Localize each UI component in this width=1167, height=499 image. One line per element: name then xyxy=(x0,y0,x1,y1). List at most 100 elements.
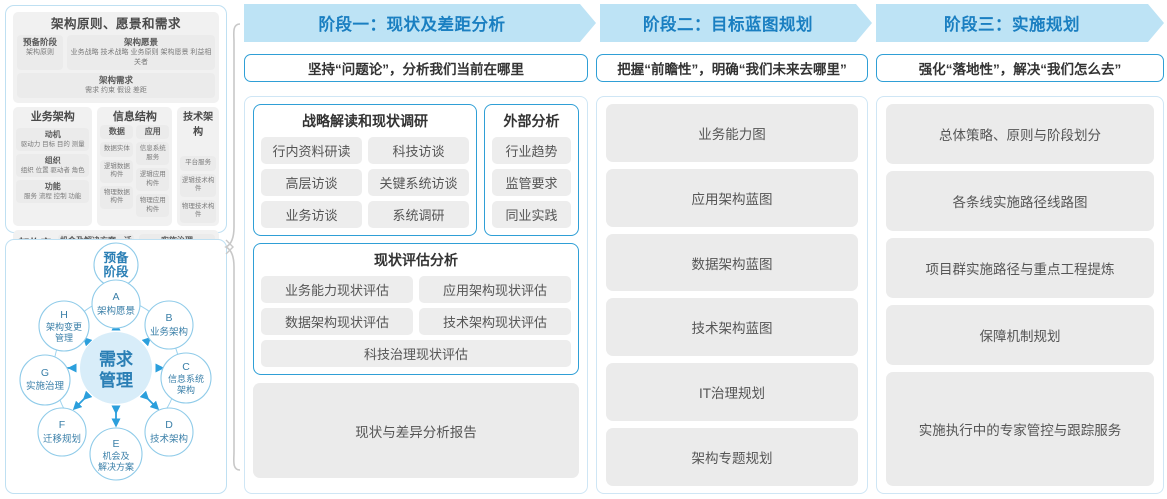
phase-band-2: 阶段二：目标蓝图规划 xyxy=(600,4,872,42)
phase-3-item[interactable]: 实施执行中的专家管控与跟踪服务 xyxy=(886,372,1154,486)
adm-node-g xyxy=(19,354,71,406)
phase-3-list: 总体策略、原则与阶段划分 各条线实施路径线路图 项目群实施路径与重点工程提炼 保… xyxy=(886,104,1154,486)
togaf-col-head: 信息结构 xyxy=(112,111,157,123)
togaf-content-framework-panel: 架构原则、愿景和需求 预备阶段 架构原则 架构愿景 业务战略 技术战略 业务原则… xyxy=(5,5,227,272)
phase-band-1-shape xyxy=(244,4,596,42)
phase-2-panel: 业务能力图 应用架构蓝图 数据架构蓝图 技术架构蓝图 IT治理规划 架构专题规划 xyxy=(596,96,868,494)
phase-3-item[interactable]: 保障机制规划 xyxy=(886,305,1154,365)
adm-node-f xyxy=(37,407,87,457)
togaf-group-title: 功能 xyxy=(44,182,61,191)
phase-2-item[interactable]: 数据架构蓝图 xyxy=(606,233,858,292)
togaf-three-columns: 业务架构 动机 驱动力 目标 目的 测量 组织 组织 位置 驱动者 角色 功能 … xyxy=(13,107,219,226)
adm-node-e-letter: E xyxy=(112,438,119,450)
left-column: 架构原则、愿景和需求 预备阶段 架构原则 架构愿景 业务战略 技术战略 业务原则… xyxy=(5,5,227,494)
phase-band-2-shape xyxy=(600,4,872,42)
phase-2-subtitle: 把握“前瞻性”，明确“我们未来去哪里” xyxy=(596,54,868,82)
adm-node-g-label: 实施治理 xyxy=(26,380,65,392)
chip-row: 数据架构现状评估 技术架构现状评估 xyxy=(261,308,571,335)
togaf-subcol-head: 数据 xyxy=(100,125,134,139)
adm-node-h-label-1: 架构变更 xyxy=(46,321,82,332)
phase-1-top-row: 战略解读和现状调研 行内资料研读 科技访谈 高层访谈 关键系统访谈 业务访谈 系… xyxy=(245,97,587,236)
phase-3-item[interactable]: 各条线实施路径线路图 xyxy=(886,171,1154,231)
togaf-subcol-data: 数据 数据实体 逻辑数据构件 物理数据构件 xyxy=(100,125,134,217)
card-external-title: 外部分析 xyxy=(503,113,560,129)
chip-item[interactable]: 高层访谈 xyxy=(261,169,362,196)
togaf-cell-title: 架构需求 xyxy=(98,75,133,85)
togaf-item: 物理应用构件 xyxy=(136,194,170,217)
phase-band-3-shape xyxy=(876,4,1164,42)
adm-preliminary-line2: 阶段 xyxy=(103,264,129,279)
phase-2-item[interactable]: 技术架构蓝图 xyxy=(606,298,858,357)
phase-band-2-label: 阶段二：目标蓝图规划 xyxy=(643,16,813,34)
togaf-group-organization: 组织 组织 位置 驱动者 角色 xyxy=(16,154,90,177)
card-strategy-title: 战略解读和现状调研 xyxy=(302,113,428,129)
togaf-top-section: 架构原则、愿景和需求 预备阶段 架构原则 架构愿景 业务战略 技术战略 业务原则… xyxy=(13,12,219,103)
adm-node-d-letter: D xyxy=(165,419,173,431)
adm-node-g-letter: G xyxy=(41,367,49,379)
chip-item[interactable]: 监管要求 xyxy=(492,169,571,196)
chip-item[interactable]: 科技访谈 xyxy=(368,137,469,164)
card-strategy-research: 战略解读和现状调研 行内资料研读 科技访谈 高层访谈 关键系统访谈 业务访谈 系… xyxy=(253,104,477,236)
togaf-info-subcolumns: 数据 数据实体 逻辑数据构件 物理数据构件 应用 信息系统服务 逻辑应用构件 xyxy=(100,125,170,217)
togaf-group-sub: 驱动力 目标 目的 测量 xyxy=(20,141,85,148)
togaf-group-function: 功能 服务 流程 控制 功能 xyxy=(16,180,90,203)
phase-3-item[interactable]: 总体策略、原则与阶段划分 xyxy=(886,104,1154,164)
phase-3-item[interactable]: 项目群实施路径与重点工程提炼 xyxy=(886,238,1154,298)
togaf-cell-title: 预备阶段 xyxy=(22,37,57,47)
adm-node-a-letter: A xyxy=(112,291,119,303)
adm-node-c xyxy=(160,352,212,404)
phase-band-3-label: 阶段三：实施规划 xyxy=(944,16,1080,34)
adm-node-c-label-2: 架构 xyxy=(177,384,195,395)
chip-item[interactable]: 关键系统访谈 xyxy=(368,169,469,196)
togaf-subcol-title: 数据 xyxy=(108,127,125,136)
chip-item[interactable]: 应用架构现状评估 xyxy=(419,276,571,303)
togaf-cell-title: 架构愿景 xyxy=(123,37,158,47)
adm-node-e xyxy=(89,427,143,481)
togaf-top-title: 架构原则、愿景和需求 xyxy=(50,17,181,31)
phase-2-item[interactable]: 应用架构蓝图 xyxy=(606,168,858,227)
chip-item[interactable]: 数据架构现状评估 xyxy=(261,308,413,335)
chip-row: 科技治理现状评估 xyxy=(261,340,571,367)
togaf-col-head: 业务架构 xyxy=(30,111,75,123)
adm-node-f-label: 迁移规划 xyxy=(43,433,81,445)
chip-item[interactable]: 业务访谈 xyxy=(261,201,362,228)
phase-3-panel: 总体策略、原则与阶段划分 各条线实施路径线路图 项目群实施路径与重点工程提炼 保… xyxy=(876,96,1164,494)
chip-item[interactable]: 系统调研 xyxy=(368,201,469,228)
chip-row: 业务访谈 系统调研 xyxy=(261,201,469,228)
phase-1-report-chip[interactable]: 现状与差异分析报告 xyxy=(253,383,579,478)
togaf-col-technology: 技术架构 平台服务 逻辑技术构件 物理技术构件 xyxy=(177,107,219,226)
phase-2-item[interactable]: 架构专题规划 xyxy=(606,428,858,486)
chip-row: 行业趋势 xyxy=(492,137,571,164)
togaf-group-sub: 服务 流程 控制 功能 xyxy=(24,193,82,200)
togaf-item: 物理数据构件 xyxy=(100,185,134,209)
chip-item[interactable]: 同业实践 xyxy=(492,201,571,228)
chip-item[interactable]: 业务能力现状评估 xyxy=(261,276,413,303)
adm-center-line2: 管理 xyxy=(99,370,133,390)
phase-band-1: 阶段一：现状及差距分析 xyxy=(244,4,596,42)
togaf-cell-sub: 需求 约束 假设 差距 xyxy=(85,87,147,94)
adm-center-line1: 需求 xyxy=(99,349,133,369)
phase-1-subtitle: 坚持“问题论”，分析我们当前在哪里 xyxy=(244,54,588,82)
togaf-item: 逻辑应用构件 xyxy=(136,168,170,191)
togaf-group-title: 动机 xyxy=(44,130,61,139)
togaf-cell-vision: 架构愿景 业务战略 技术战略 业务原则 架构愿景 利益相关者 xyxy=(67,35,215,70)
adm-node-d xyxy=(144,407,194,457)
phase-2-item[interactable]: 业务能力图 xyxy=(606,104,858,162)
chip-item[interactable]: 技术架构现状评估 xyxy=(419,308,571,335)
phase-2-list: 业务能力图 应用架构蓝图 数据架构蓝图 技术架构蓝图 IT治理规划 架构专题规划 xyxy=(606,104,858,486)
card-external-analysis: 外部分析 行业趋势 监管要求 同业实践 xyxy=(484,104,579,236)
phase-2-item[interactable]: IT治理规划 xyxy=(606,363,858,422)
chip-item-full[interactable]: 科技治理现状评估 xyxy=(261,340,571,367)
togaf-group-motivation: 动机 驱动力 目标 目的 测量 xyxy=(16,128,90,151)
adm-node-e-label-1: 机会及 xyxy=(102,450,129,461)
togaf-item: 平台服务 xyxy=(180,156,216,171)
chip-item[interactable]: 行内资料研读 xyxy=(261,137,362,164)
adm-node-c-letter: C xyxy=(182,361,190,373)
card-current-state-assessment: 现状评估分析 业务能力现状评估 应用架构现状评估 数据架构现状评估 技术架构现状… xyxy=(253,243,579,375)
chip-item[interactable]: 行业趋势 xyxy=(492,137,571,164)
phase-band-3: 阶段三：实施规划 xyxy=(876,4,1164,42)
chip-row: 监管要求 xyxy=(492,169,571,196)
adm-node-e-label-2: 解决方案 xyxy=(98,461,134,472)
adm-node-c-label-1: 信息系统 xyxy=(168,373,204,384)
